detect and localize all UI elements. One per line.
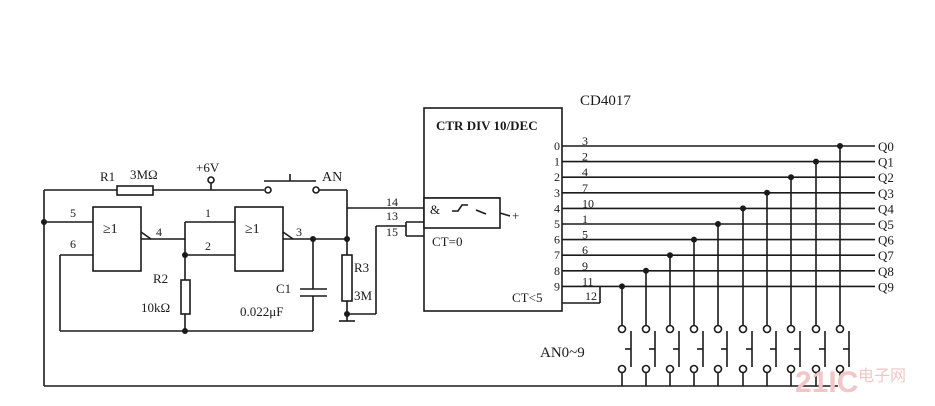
- chip-output-index: 7: [554, 248, 560, 262]
- gate2-symbol: ≥1: [245, 222, 260, 237]
- chip-output-pin: 2: [582, 150, 588, 164]
- gate1-pin-a: 5: [70, 206, 76, 220]
- chip-function: CTR DIV 10/DEC: [436, 118, 538, 133]
- key-switch[interactable]: [617, 324, 632, 387]
- resistor-r1: [116, 185, 154, 196]
- junction-dot: [310, 236, 316, 242]
- junction-dot: [182, 252, 188, 258]
- chip-output-pin: 9: [582, 259, 588, 273]
- key-switch[interactable]: [762, 324, 777, 387]
- chip-output-index: 3: [554, 186, 560, 200]
- button-contact-left: [264, 186, 272, 194]
- supply-terminal: [207, 176, 215, 184]
- output-label-q2: Q2: [878, 170, 894, 185]
- nor-gate-2: [234, 206, 284, 272]
- key-switch[interactable]: [738, 324, 753, 387]
- resistor-r2: [180, 279, 191, 315]
- key-switch[interactable]: [665, 324, 680, 387]
- gate2-out-bubble: [282, 231, 294, 240]
- chip-output-index: 6: [554, 233, 560, 247]
- gate2-pin-a: 1: [205, 206, 211, 220]
- schmitt-trigger-icon: [452, 204, 468, 212]
- button-contact-right: [312, 186, 320, 194]
- gate2-pin-b: 2: [205, 239, 211, 253]
- chip-pin14-label: 14: [386, 195, 398, 209]
- chip-ct0-label: CT=0: [432, 234, 462, 249]
- gate1-pin-out: 4: [156, 225, 162, 239]
- r2-name: R2: [153, 271, 168, 286]
- key-switch[interactable]: [835, 324, 850, 387]
- output-bus: [562, 143, 875, 325]
- chip-output-pin: 1: [582, 212, 588, 226]
- chip-output-index: 2: [554, 170, 560, 184]
- output-label-q3: Q3: [878, 186, 894, 201]
- junction-dot: [182, 328, 188, 334]
- chip-pin15-label: 15: [386, 225, 398, 239]
- chip-plus-sign: +: [512, 208, 519, 223]
- output-label-q1: Q1: [878, 155, 894, 170]
- r3-name: R3: [354, 260, 369, 275]
- chip-ct5-label: CT<5: [512, 290, 542, 305]
- output-label-q4: Q4: [878, 201, 894, 216]
- chip-output-index: 0: [554, 139, 560, 153]
- button-label: AN: [322, 170, 342, 185]
- c1-name: C1: [276, 281, 291, 296]
- watermark-cn: 电子网: [858, 366, 906, 385]
- r3-value: 3M: [354, 288, 373, 303]
- chip-pin12-label: 12: [585, 289, 597, 303]
- supply-label: +6V: [196, 160, 220, 175]
- key-switch[interactable]: [811, 324, 826, 387]
- gate2-pin-out: 3: [296, 225, 302, 239]
- c1-value: 0.022μF: [240, 304, 283, 319]
- key-switch[interactable]: [689, 324, 704, 387]
- output-label-q7: Q7: [878, 248, 894, 263]
- chip-pin13-label: 13: [386, 209, 398, 223]
- junction-dot: [344, 311, 350, 317]
- chip-output-pin: 6: [582, 243, 588, 257]
- key-switch-array: [617, 324, 850, 387]
- chip-output-pin: 11: [582, 274, 594, 288]
- chip-clock-block: [423, 197, 501, 229]
- gate1-pin-b: 6: [70, 237, 76, 251]
- key-switch[interactable]: [786, 324, 801, 387]
- resistor-r3: [341, 254, 353, 302]
- junction-dot: [41, 219, 47, 225]
- chip-output-pin: 3: [582, 134, 588, 148]
- key-switch[interactable]: [641, 324, 656, 387]
- chip-output-pin: 4: [582, 165, 588, 179]
- chip-output-index: 4: [554, 201, 560, 215]
- output-label-q6: Q6: [878, 233, 894, 248]
- chip-output-pin: 7: [582, 181, 588, 195]
- keys-label: AN0~9: [540, 345, 585, 361]
- watermark-brand: 21IC: [795, 366, 858, 399]
- chip-name: CD4017: [580, 93, 631, 109]
- chip-inner-arrow: [475, 209, 487, 215]
- gate1-symbol: ≥1: [103, 222, 118, 237]
- chip-output-index: 8: [554, 264, 560, 278]
- chip-output-pin: 10: [582, 196, 594, 210]
- key-switch[interactable]: [713, 324, 728, 387]
- output-label-q0: Q0: [878, 139, 894, 154]
- r1-value: 3MΩ: [130, 167, 158, 182]
- chip-output-pin: 5: [582, 228, 588, 242]
- nor-gate-1: [92, 206, 142, 272]
- chip-output-index: 9: [554, 279, 560, 293]
- chip-clock-arrow: [499, 212, 511, 217]
- chip-and-symbol: &: [430, 202, 440, 217]
- output-label-q8: Q8: [878, 264, 894, 279]
- chip-output-index: 1: [554, 155, 560, 169]
- output-label-q5: Q5: [878, 217, 894, 232]
- chip-output-index: 5: [554, 217, 560, 231]
- junction-dot: [344, 236, 350, 242]
- gate1-out-bubble: [140, 231, 152, 240]
- r1-name: R1: [100, 169, 115, 184]
- output-label-q9: Q9: [878, 279, 894, 294]
- r2-value: 10kΩ: [141, 300, 170, 315]
